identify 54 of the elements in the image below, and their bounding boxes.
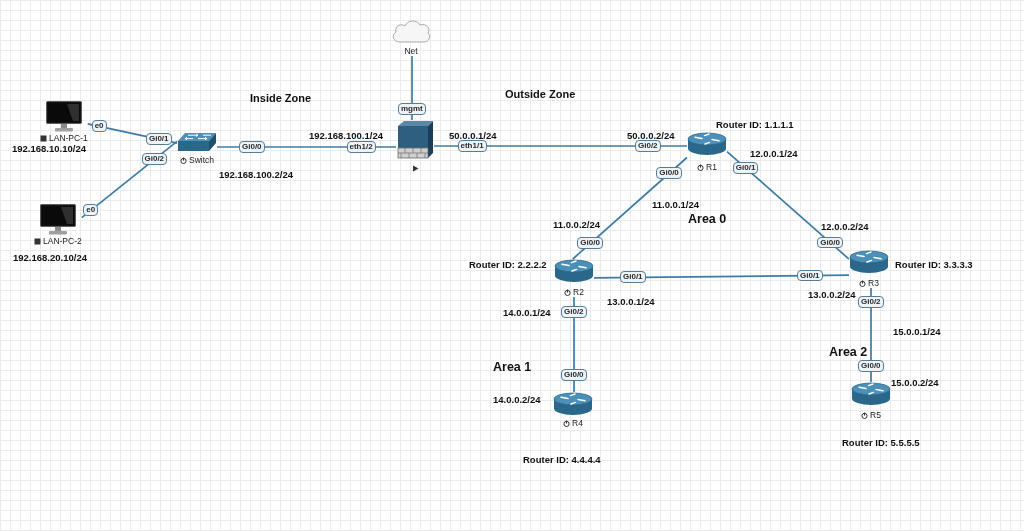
interface-tag: Gi0/2: [561, 306, 587, 318]
area-label: Area 0: [688, 212, 727, 226]
ip-address-label: 192.168.10.10/24: [12, 142, 86, 154]
interface-tag: e0: [83, 204, 99, 216]
zone-label: Outside Zone: [505, 87, 576, 101]
interface-tag: Gi0/2: [141, 153, 168, 165]
device-label: LAN-PC-2: [43, 236, 82, 246]
interface-tag: mgmt: [398, 103, 426, 115]
ip-address-label: 12.0.0.1/24: [750, 147, 798, 159]
router-id-label: Router ID: 5.5.5.5: [842, 436, 920, 448]
ip-address-label: 192.168.100.1/24: [309, 129, 383, 141]
ip-address-label: 14.0.0.1/24: [503, 306, 551, 318]
router-id-label: Router ID: 4.4.4.4: [523, 453, 601, 465]
ip-address-label: 50.0.0.1/24: [449, 129, 497, 141]
ip-address-label: 13.0.0.2/24: [808, 288, 856, 300]
interface-tag: eth1/1: [457, 140, 487, 152]
zone-label: Inside Zone: [250, 91, 312, 105]
ip-address-label: 192.168.20.10/24: [13, 251, 87, 263]
router-id-label: Router ID: 1.1.1.1: [716, 118, 794, 130]
interface-tag: Gi0/2: [635, 140, 661, 152]
interface-tag: eth1/2: [346, 141, 376, 153]
interface-tag: Gi0/0: [239, 141, 265, 153]
interface-tag: Gi0/0: [858, 360, 884, 372]
area-label: Area 1: [493, 360, 532, 374]
ip-address-label: 15.0.0.1/24: [893, 325, 941, 337]
interface-tag: Gi0/1: [797, 269, 823, 282]
device-label: Net: [404, 46, 418, 56]
interface-tag: Gi0/1: [145, 133, 172, 145]
interface-tag: e0: [91, 120, 107, 132]
device-label: R4: [572, 418, 583, 428]
device-label: R1: [706, 162, 717, 172]
interface-tag: Gi0/0: [817, 236, 843, 249]
interface-tag: Gi0/0: [656, 167, 682, 179]
device-label: LAN-PC-1: [49, 133, 88, 143]
ip-address-label: 13.0.0.1/24: [607, 295, 655, 307]
router-id-label: Router ID: 3.3.3.3: [895, 258, 973, 270]
ip-address-label: 15.0.0.2/24: [891, 376, 939, 388]
device-label: R3: [868, 278, 879, 288]
ip-address-label: 192.168.100.2/24: [219, 168, 293, 180]
router-id-label: Router ID: 2.2.2.2: [469, 258, 547, 270]
ip-address-label: 12.0.0.2/24: [821, 220, 869, 232]
interface-tag: Gi0/1: [732, 162, 759, 174]
interface-tag: Gi0/0: [577, 237, 603, 249]
device-label: Switch: [188, 155, 214, 165]
ip-address-label: 11.0.0.1/24: [652, 198, 700, 210]
ip-address-label: 50.0.0.2/24: [627, 129, 675, 141]
interface-tag: Gi0/2: [858, 296, 884, 308]
device-label: R5: [870, 410, 881, 420]
device-label: R2: [573, 287, 584, 297]
area-label: Area 2: [829, 345, 868, 359]
interface-tag: Gi0/1: [620, 271, 646, 283]
interface-tag: Gi0/0: [561, 369, 587, 381]
ip-address-label: 14.0.0.2/24: [493, 393, 541, 405]
ip-address-label: 11.0.0.2/24: [553, 218, 601, 230]
